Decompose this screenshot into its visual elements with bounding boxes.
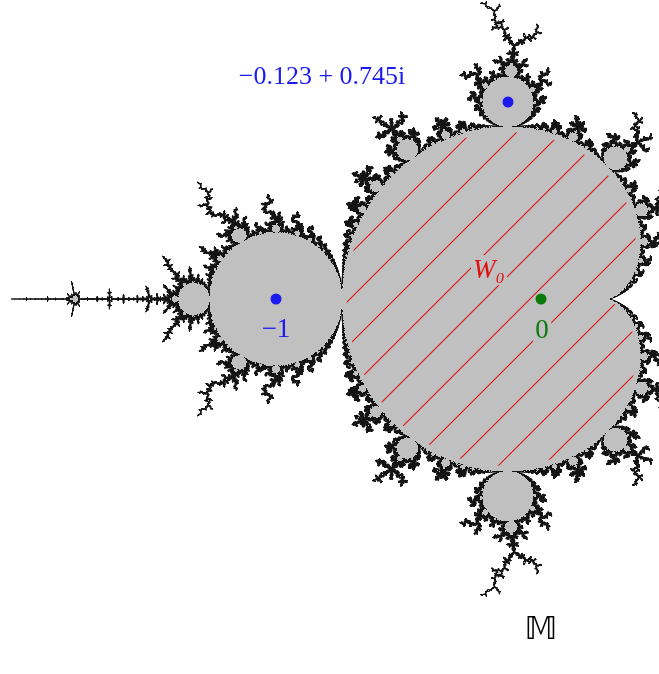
hatch-line bbox=[605, 0, 659, 674]
hatch-line bbox=[335, 0, 659, 674]
region-label: W₀ bbox=[471, 255, 507, 285]
hatch-line bbox=[245, 0, 659, 674]
hatch-line bbox=[0, 0, 559, 674]
hatch-line bbox=[515, 0, 659, 674]
set-name: 𝕄 bbox=[523, 611, 560, 646]
hatch-line bbox=[0, 0, 154, 674]
point-label: 0 bbox=[533, 315, 551, 345]
hatch-line bbox=[560, 0, 659, 674]
hatch-line bbox=[650, 0, 659, 674]
hatch-line bbox=[0, 0, 64, 674]
hatch-line bbox=[0, 0, 334, 674]
hatch-line bbox=[200, 0, 659, 674]
hatch-line bbox=[0, 0, 424, 674]
hatch-line bbox=[65, 0, 659, 674]
point-label: −0.123 + 0.745i bbox=[237, 62, 408, 91]
hatch-line bbox=[470, 0, 659, 674]
point-dot bbox=[536, 294, 547, 305]
hatch-line bbox=[20, 0, 659, 674]
hatch-line bbox=[0, 0, 469, 674]
hatch-line bbox=[0, 0, 199, 674]
hatch-line bbox=[0, 0, 604, 674]
point-dot bbox=[271, 294, 282, 305]
hatch-line bbox=[0, 0, 514, 674]
point-dot bbox=[503, 97, 514, 108]
hatch-line bbox=[0, 0, 244, 674]
hatch-line bbox=[0, 0, 19, 674]
point-label: −1 bbox=[260, 314, 293, 344]
hatch-line bbox=[425, 0, 659, 674]
hatch-line bbox=[0, 0, 379, 674]
hatch-line bbox=[290, 0, 659, 674]
hatch-line bbox=[155, 0, 659, 674]
hatch-line bbox=[380, 0, 659, 674]
hatch-line bbox=[0, 0, 289, 674]
hatch-line bbox=[0, 0, 109, 674]
hatch-line bbox=[110, 0, 659, 674]
